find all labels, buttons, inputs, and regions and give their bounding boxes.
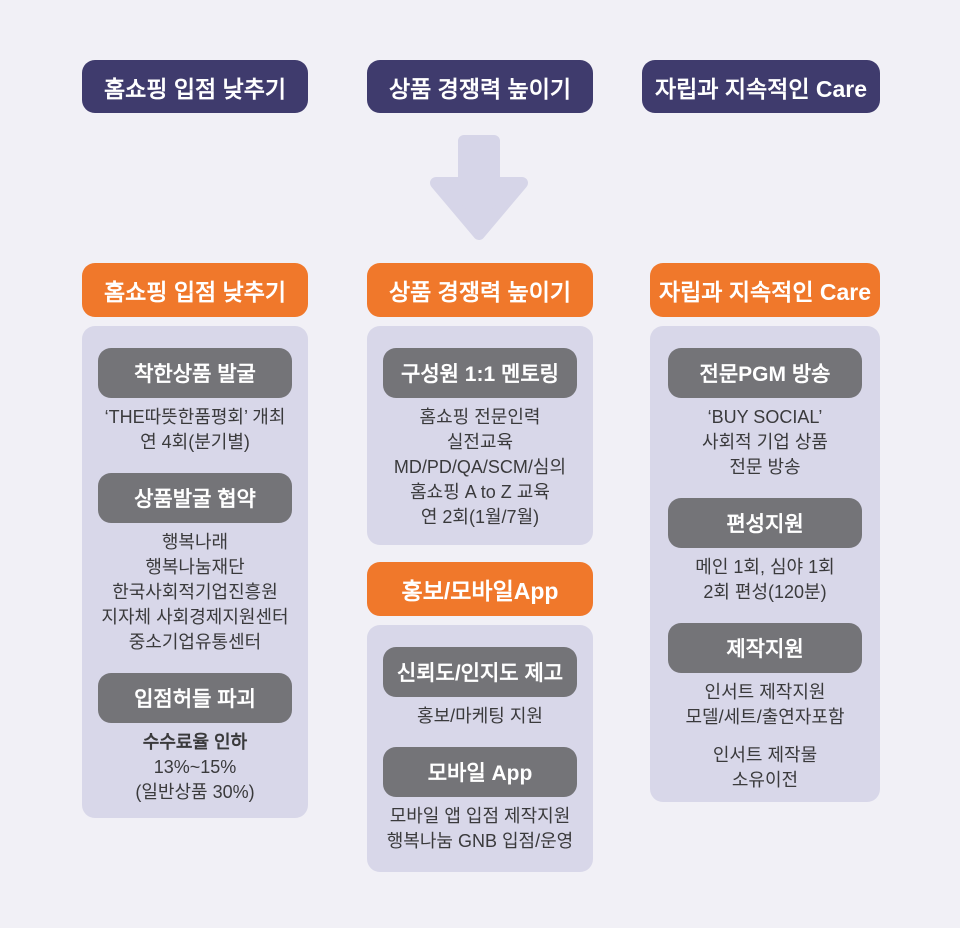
- body-line: (일반상품 30%): [135, 782, 255, 802]
- section-pill-scheduling-support: 편성지원: [668, 498, 862, 548]
- section-pill-mobile-app: 모바일 App: [383, 747, 577, 797]
- body-line: 모델/세트/출연자포함: [685, 707, 845, 727]
- body-line: MD/PD/QA/SCM/심의: [393, 457, 567, 477]
- down-arrow-icon: [430, 135, 528, 240]
- section-body: 행복나래 행복나눔재단 한국사회적기업진흥원 지자체 사회경제지원센터 중소기업…: [101, 530, 288, 655]
- section-body: 인서트 제작지원 모델/세트/출연자포함: [685, 680, 844, 730]
- column-2-gap: [367, 545, 593, 562]
- body-line: 지자체 사회경제지원센터: [101, 607, 289, 627]
- column-2-panel-1: 구성원 1:1 멘토링 홈쇼핑 전문인력 실전교육 MD/PD/QA/SCM/심…: [367, 326, 593, 545]
- body-line: 홈쇼핑 전문인력: [419, 407, 541, 427]
- column-1-panel: 착한상품 발굴 ‘THE따뜻한품평회’ 개최 연 4회(분기별) 상품발굴 협약…: [82, 326, 308, 818]
- body-line: 모바일 앱 입점 제작지원: [389, 806, 571, 826]
- section-body: 인서트 제작물 소유이전: [713, 743, 817, 793]
- column-2-header: 상품 경쟁력 높이기: [367, 263, 593, 317]
- section-body: 수수료율 인하 13%~15% (일반상품 30%): [135, 730, 254, 805]
- section-body: 홈쇼핑 전문인력 실전교육 MD/PD/QA/SCM/심의 홈쇼핑 A to Z…: [394, 405, 566, 530]
- body-line: 인서트 제작물: [712, 745, 818, 765]
- section-pill-pgm-broadcast: 전문PGM 방송: [668, 348, 862, 398]
- body-line: 연 2회(1월/7월): [420, 507, 540, 527]
- section-pill-trust-awareness: 신뢰도/인지도 제고: [383, 647, 577, 697]
- section-body: ‘THE따뜻한품평회’ 개최 연 4회(분기별): [105, 405, 286, 455]
- flow-step-chip-2: 상품 경쟁력 높이기: [367, 60, 593, 113]
- section-pill-entry-hurdle: 입점허들 파괴: [98, 673, 292, 723]
- body-line: 행복나눔재단: [145, 557, 245, 577]
- flow-step-chip-3: 자립과 지속적인 Care: [642, 60, 880, 113]
- body-line-emphasis: 수수료율 인하: [142, 732, 248, 752]
- section-pill-production-support: 제작지원: [668, 623, 862, 673]
- body-line: 전문 방송: [729, 457, 801, 477]
- body-line: 사회적 기업 상품: [702, 432, 828, 452]
- section-body: ‘BUY SOCIAL’ 사회적 기업 상품 전문 방송: [702, 405, 828, 480]
- body-line: 행복나눔 GNB 입점/운영: [386, 831, 574, 851]
- column-continuous-care: 자립과 지속적인 Care 전문PGM 방송 ‘BUY SOCIAL’ 사회적 …: [650, 263, 880, 802]
- column-3-panel: 전문PGM 방송 ‘BUY SOCIAL’ 사회적 기업 상품 전문 방송 편성…: [650, 326, 880, 802]
- section-pill-mentoring: 구성원 1:1 멘토링: [383, 348, 577, 398]
- column-3-header: 자립과 지속적인 Care: [650, 263, 880, 317]
- column-product-competitiveness: 상품 경쟁력 높이기 구성원 1:1 멘토링 홈쇼핑 전문인력 실전교육 MD/…: [367, 263, 593, 872]
- body-line: ‘THE따뜻한품평회’ 개최: [104, 407, 286, 427]
- body-line: 중소기업유통센터: [128, 632, 262, 652]
- body-line: 연 4회(분기별): [140, 432, 250, 452]
- body-line: 소유이전: [731, 770, 799, 790]
- body-line: 메인 1회, 심야 1회: [695, 557, 835, 577]
- body-line: 한국사회적기업진흥원: [112, 582, 278, 602]
- column-2-header-2: 홍보/모바일App: [367, 562, 593, 616]
- body-line: ‘BUY SOCIAL’: [707, 407, 823, 427]
- section-pill-good-product-discovery: 착한상품 발굴: [98, 348, 292, 398]
- section-body: 홍보/마케팅 지원: [417, 704, 543, 729]
- body-line: 행복나래: [161, 532, 229, 552]
- column-1-header: 홈쇼핑 입점 낮추기: [82, 263, 308, 317]
- body-line: 실전교육: [446, 432, 514, 452]
- body-line: 홍보/마케팅 지원: [417, 706, 543, 726]
- body-line: 홈쇼핑 A to Z 교육: [410, 482, 550, 502]
- body-line: 인서트 제작지원: [704, 682, 826, 702]
- section-body: 모바일 앱 입점 제작지원 행복나눔 GNB 입점/운영: [387, 804, 574, 854]
- section-pill-product-agreement: 상품발굴 협약: [98, 473, 292, 523]
- column-home-shopping: 홈쇼핑 입점 낮추기 착한상품 발굴 ‘THE따뜻한품평회’ 개최 연 4회(분…: [82, 263, 308, 818]
- body-line: 2회 편성(120분): [703, 582, 827, 602]
- body-line: 13%~15%: [153, 757, 237, 777]
- column-2-panel-2: 신뢰도/인지도 제고 홍보/마케팅 지원 모바일 App 모바일 앱 입점 제작…: [367, 625, 593, 872]
- section-body: 메인 1회, 심야 1회 2회 편성(120분): [695, 555, 834, 605]
- flow-step-chip-1: 홈쇼핑 입점 낮추기: [82, 60, 308, 113]
